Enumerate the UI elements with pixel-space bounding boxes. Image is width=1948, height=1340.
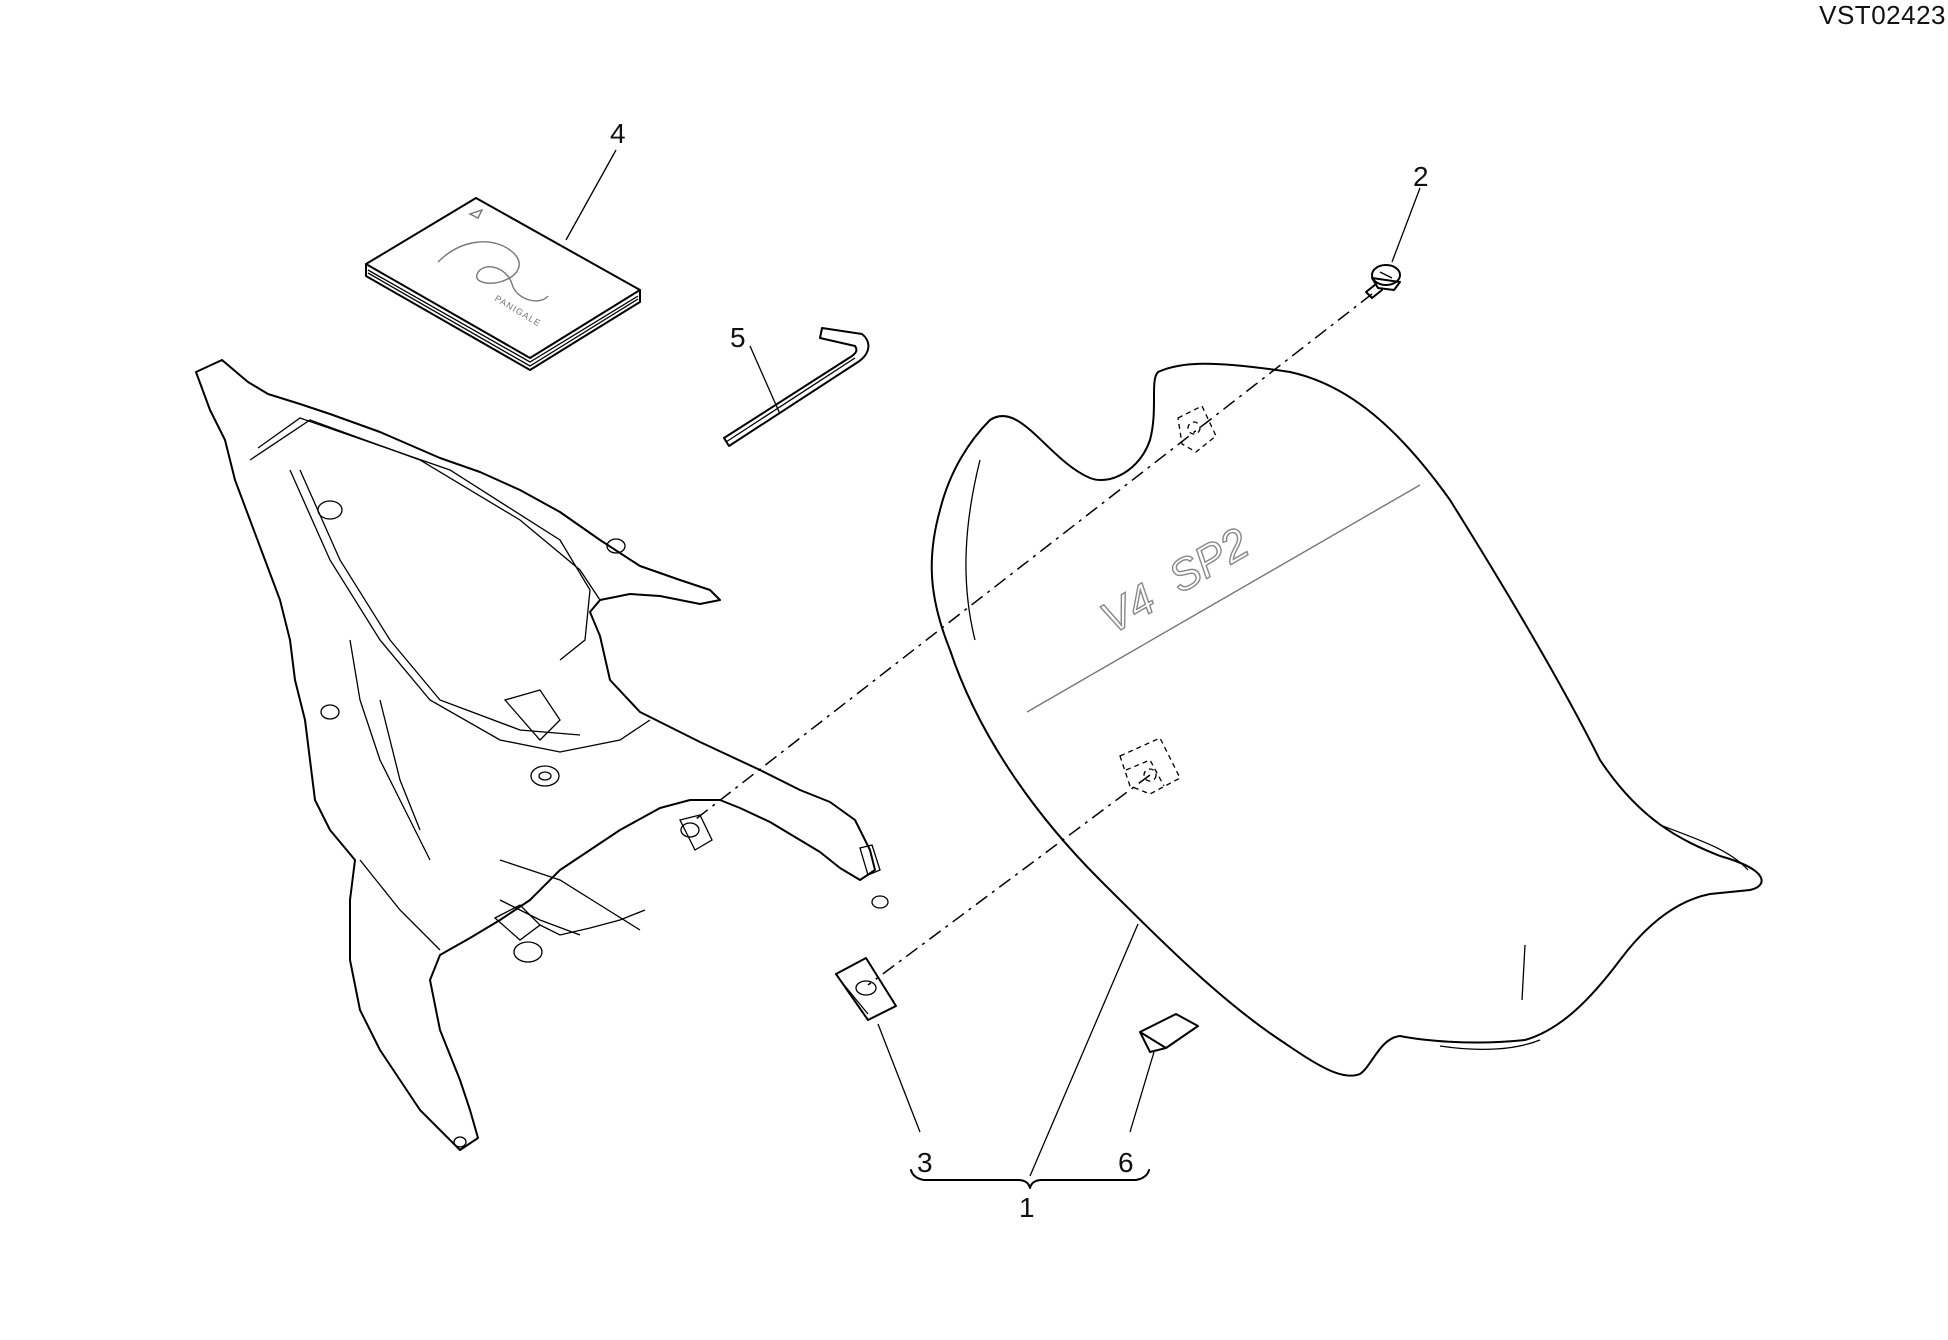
seat-logo-prefix: V4 <box>1093 574 1164 643</box>
drawing-code: VST02423 <box>1819 0 1946 30</box>
seat: V4 SP2 <box>930 362 1763 1077</box>
callout-4: 4 <box>610 118 626 149</box>
callout-3: 3 <box>917 1147 933 1178</box>
rear-subframe <box>195 359 889 1151</box>
callout-1: 1 <box>1019 1192 1035 1223</box>
callout-2: 2 <box>1413 161 1429 192</box>
manual-cover-text: PANIGALE <box>493 293 543 329</box>
screw <box>1365 264 1401 299</box>
callout-5: 5 <box>730 322 746 353</box>
callout-6: 6 <box>1118 1147 1134 1178</box>
hex-key <box>723 327 870 447</box>
seat-logo-suffix: SP2 <box>1161 519 1258 603</box>
owners-manual: PANIGALE <box>365 197 641 371</box>
leader-lines <box>565 149 1421 1189</box>
sticker-pad <box>1139 1013 1199 1053</box>
callout-labels: 1 2 3 4 5 6 <box>610 118 1429 1223</box>
assembly-lines <box>691 293 1373 986</box>
clip-nut <box>835 957 897 1021</box>
